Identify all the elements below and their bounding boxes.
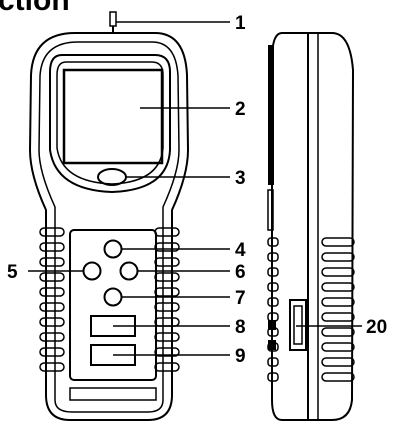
callout-4: 4: [235, 240, 246, 261]
front-body-inner-outline: [38, 41, 180, 413]
front-body-outline: [28, 32, 190, 421]
bottom-bumper: [69, 387, 157, 401]
key-up: [103, 239, 123, 259]
callout-8: 8: [235, 317, 246, 338]
section-heading: ction: [0, 0, 70, 17]
center-oval-button: [97, 168, 127, 186]
callout-7: 7: [235, 288, 246, 309]
key-left: [82, 261, 102, 281]
antenna: [109, 11, 117, 33]
display-bezel-inner: [56, 61, 164, 185]
display-screen: [62, 68, 164, 165]
callout-9: 9: [235, 346, 246, 367]
side-port: [289, 299, 307, 351]
left-grip-ribs: [39, 227, 65, 372]
display-bezel: [49, 54, 171, 194]
callout-2: 2: [235, 99, 246, 120]
key-down: [103, 287, 123, 307]
callout-1: 1: [235, 13, 246, 34]
leader-lines: [28, 21, 362, 356]
keypad-panel: [69, 229, 157, 381]
callout-3: 3: [235, 168, 246, 189]
side-grip-ribs: [267, 237, 355, 382]
side-view: [267, 32, 355, 421]
callout-6: 6: [235, 262, 246, 283]
side-body-outline: [271, 32, 355, 421]
callout-20: 20: [366, 317, 387, 338]
side-strip: [268, 45, 274, 185]
callout-5: 5: [7, 262, 18, 283]
key-right: [119, 261, 139, 281]
